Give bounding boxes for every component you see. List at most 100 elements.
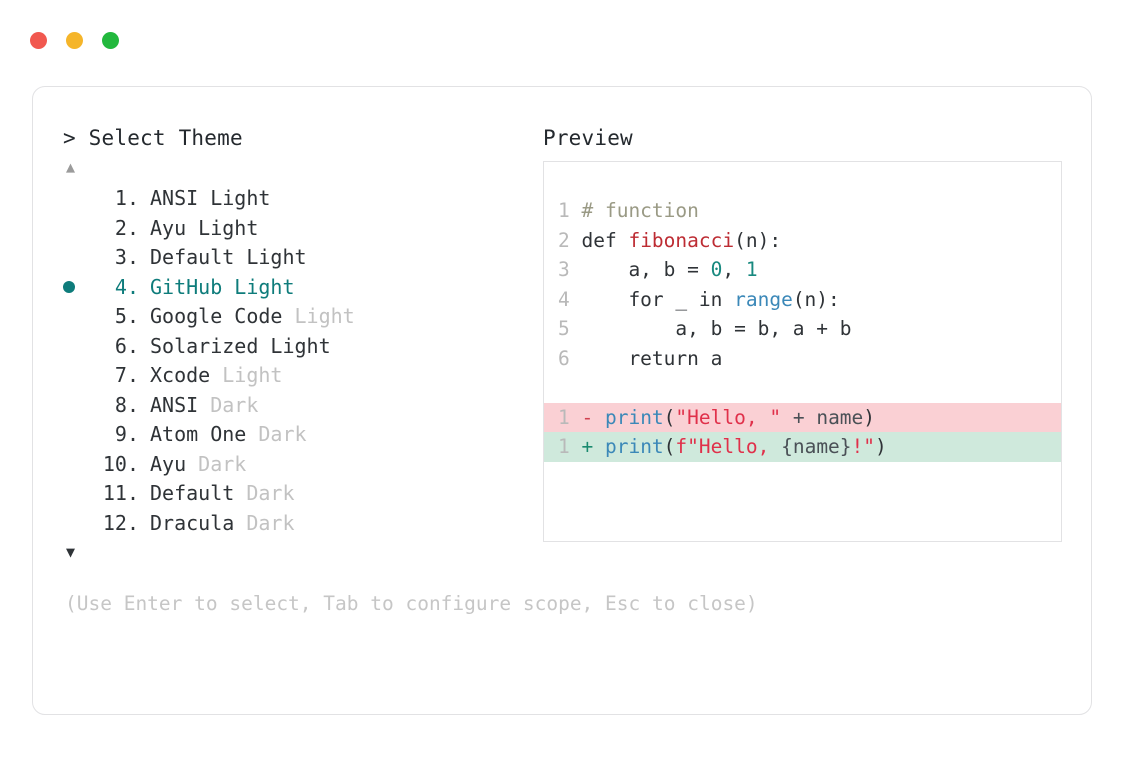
code-token: f"Hello, — [675, 435, 782, 458]
theme-item-name: Atom One Dark — [150, 422, 307, 446]
theme-list-item[interactable]: 8. ANSI Dark — [63, 391, 543, 421]
theme-item-name: Ayu Light — [150, 215, 259, 240]
code-token: , — [722, 258, 746, 281]
code-token: a, b = b, a + b — [581, 317, 852, 340]
theme-list-item[interactable]: 1. ANSI Light — [63, 184, 543, 214]
diff-preview: 1 - print("Hello, " + name)1 + print(f"H… — [544, 402, 1061, 462]
theme-item-index: 3. — [102, 245, 139, 269]
code-token: + — [781, 405, 817, 429]
diff-added-line: 1 + print(f"Hello, {name}!") — [544, 432, 1061, 462]
theme-list-item[interactable]: 9. Atom One Dark — [63, 420, 543, 450]
code-token: print — [604, 405, 664, 429]
theme-list-item[interactable]: 11. Default Dark — [63, 479, 543, 509]
code-token: 0 — [710, 258, 723, 281]
code-token: (n): — [792, 287, 840, 311]
code-token: return a — [581, 346, 723, 370]
theme-list-item[interactable]: 3. Default Light — [63, 243, 543, 273]
theme-list-item[interactable]: 2. Ayu Light — [63, 214, 543, 244]
theme-item-index: 9. — [102, 422, 139, 446]
theme-item-variant: Dark — [246, 481, 295, 505]
theme-item-variant: Light — [222, 363, 283, 387]
diff-sign: + — [581, 435, 605, 458]
theme-item-variant: Light — [270, 333, 331, 358]
line-number: 1 — [558, 435, 582, 458]
code-token: def — [581, 228, 629, 252]
line-number: 2 — [558, 228, 582, 252]
theme-item-index: 8. — [102, 392, 139, 417]
scroll-up-icon[interactable]: ▲ — [66, 158, 76, 176]
theme-item-index: 11. — [102, 481, 139, 505]
theme-item-name: Xcode Light — [150, 363, 283, 387]
theme-item-variant: Light — [210, 186, 271, 210]
theme-list-item[interactable]: 6. Solarized Light — [63, 332, 543, 362]
theme-list-item[interactable]: 7. Xcode Light — [63, 361, 543, 391]
line-number: 6 — [558, 346, 582, 370]
theme-item-index: 1. — [102, 186, 139, 210]
theme-item-index: 7. — [102, 363, 139, 387]
diff-sign: - — [581, 405, 605, 429]
close-button[interactable] — [30, 32, 47, 49]
code-token: # function — [581, 199, 699, 222]
theme-list[interactable]: 1. ANSI Light 2. Ayu Light 3. Default Light… — [63, 184, 543, 538]
code-line: 2 def fibonacci(n): — [544, 226, 1061, 256]
theme-item-name: GitHub Light — [150, 274, 295, 299]
line-number: 1 — [558, 405, 582, 429]
theme-item-index: 12. — [102, 510, 139, 535]
theme-list-item[interactable]: 10.Ayu Dark — [63, 450, 543, 480]
code-token: for _ in — [581, 287, 735, 311]
theme-item-index: 4. — [102, 274, 139, 299]
line-number: 5 — [558, 317, 582, 340]
theme-item-variant: Light — [246, 245, 307, 269]
theme-item-index: 10. — [102, 451, 139, 476]
code-token: "Hello, " — [675, 405, 782, 429]
theme-item-variant: Light — [198, 215, 259, 240]
code-token: print — [604, 435, 664, 458]
diff-removed-line: 1 - print("Hello, " + name) — [544, 402, 1061, 432]
theme-item-name: ANSI Light — [150, 186, 271, 210]
theme-list-item[interactable]: 4. GitHub Light — [63, 273, 543, 303]
theme-item-index: 6. — [102, 333, 139, 358]
theme-item-variant: Dark — [246, 510, 295, 535]
line-number: 1 — [558, 199, 582, 222]
maximize-button[interactable] — [102, 32, 119, 49]
theme-item-name: Solarized Light — [150, 333, 331, 358]
code-line: 3 a, b = 0, 1 — [544, 255, 1061, 285]
theme-list-item[interactable]: 12.Dracula Dark — [63, 509, 543, 539]
theme-selector-panel: > Select Theme ▲ 1. ANSI Light 2. Ayu Ligh… — [32, 86, 1092, 715]
code-token: !" — [851, 435, 876, 458]
scroll-down-icon[interactable]: ▼ — [66, 543, 76, 561]
theme-item-name: Default Light — [150, 245, 307, 269]
code-line: 1 # function — [544, 196, 1061, 226]
theme-item-variant: Light — [294, 304, 355, 328]
code-token: ) — [875, 435, 887, 458]
code-token: ) — [863, 405, 876, 429]
theme-item-name: Default Dark — [150, 481, 295, 505]
theme-item-variant: Dark — [210, 392, 259, 417]
minimize-button[interactable] — [66, 32, 83, 49]
theme-list-column: > Select Theme ▲ 1. ANSI Light 2. Ayu Ligh… — [63, 125, 543, 563]
theme-item-index: 2. — [102, 215, 139, 240]
code-token: 1 — [745, 258, 758, 281]
theme-item-variant: Light — [234, 274, 295, 299]
theme-item-name: ANSI Dark — [150, 392, 259, 417]
code-token: name — [816, 405, 864, 429]
code-line: 4 for _ in range(n): — [544, 285, 1061, 315]
line-number: 3 — [558, 258, 582, 281]
code-spacer — [544, 373, 1061, 403]
code-token: {name} — [781, 435, 852, 458]
code-token: ( — [663, 405, 676, 429]
code-token: (n): — [734, 228, 782, 252]
theme-list-item[interactable]: 5.Google Code Light — [63, 302, 543, 332]
theme-item-variant: Dark — [258, 422, 307, 446]
code-line: 5 a, b = b, a + b — [544, 314, 1061, 344]
code-token: range — [734, 287, 793, 311]
theme-item-name: Google Code Light — [150, 304, 355, 328]
selected-bullet-icon — [63, 275, 93, 305]
code-token: a, b = — [581, 258, 711, 281]
keyboard-hint: (Use Enter to select, Tab to configure s… — [65, 592, 758, 615]
select-theme-prompt: > Select Theme — [63, 126, 243, 150]
